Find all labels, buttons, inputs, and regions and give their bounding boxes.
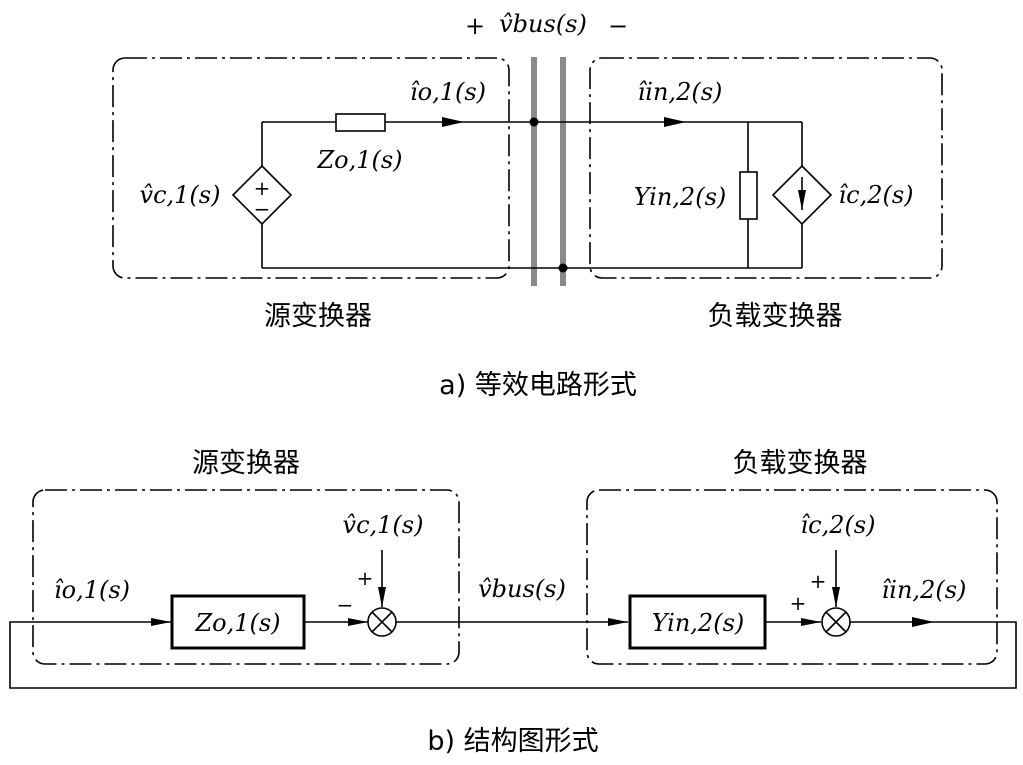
- load-converter-box-b: [586, 489, 998, 665]
- zo1-label: Zo,1(s): [316, 146, 402, 174]
- iin2-label-b: îin,2(s): [882, 576, 967, 604]
- bus-voltage-label: v̂bus(s): [499, 10, 587, 38]
- ic2-label: îc,2(s): [838, 181, 913, 209]
- io1-arrow: [442, 117, 464, 127]
- yin2-block-label: Yin,2(s): [652, 609, 745, 637]
- source-plus-sign: +: [254, 176, 271, 200]
- caption-b: b) 结构图形式: [427, 726, 598, 757]
- yin2-block: [628, 594, 767, 650]
- iin2-arrow: [664, 117, 686, 127]
- feedback-loop-wire: [9, 621, 1017, 689]
- dependent-voltage-source-icon: [231, 164, 293, 226]
- sum1-plus-sign: +: [357, 566, 374, 590]
- iin2-arrow-b: [912, 617, 934, 627]
- zo1-block: [170, 594, 306, 650]
- source-converter-box: [112, 57, 510, 279]
- bus-plus-sign: +: [465, 12, 485, 40]
- load-converter-label: 负载变换器: [708, 301, 843, 332]
- io1-label-b: îo,1(s): [54, 576, 130, 604]
- caption-a: a) 等效电路形式: [439, 370, 637, 401]
- part-b-block-diagram: Zo,1(s) Yin,2(s) îo,1(s) v̂c,1(s) + − v̂…: [9, 448, 1017, 757]
- io1-label: îo,1(s): [410, 78, 486, 106]
- sum2-plus-left-sign: +: [790, 591, 807, 615]
- zo1-block-label: Zo,1(s): [194, 609, 280, 637]
- part-a-circuit: + − + v̂bus(s) − îo,1(s) îin,2(s) Zo,1(s…: [112, 10, 943, 401]
- bus-minus-sign: −: [608, 12, 628, 40]
- iin2-label: îin,2(s): [638, 78, 723, 106]
- load-converter-label-b: 负载变换器: [733, 448, 868, 479]
- source-converter-label-b: 源变换器: [192, 448, 300, 479]
- yin2-label: Yin,2(s): [634, 183, 727, 211]
- source-minus-sign: −: [254, 197, 271, 221]
- sum1-minus-sign: −: [337, 593, 354, 617]
- source-converter-box-b: [32, 489, 460, 665]
- source-converter-label: 源变换器: [264, 301, 372, 332]
- sum2-plus-top-sign: +: [810, 569, 827, 593]
- sum2-cross-b: [825, 611, 847, 633]
- zo1-resistor: [335, 113, 386, 132]
- junction-dot-top: [529, 117, 539, 127]
- yin2-resistor: [739, 171, 758, 220]
- sum1-cross-b: [371, 611, 393, 633]
- vc1-label: v̂c,1(s): [140, 181, 221, 209]
- vbus-label-b: v̂bus(s): [478, 575, 566, 603]
- vc1-label-b: v̂c,1(s): [343, 511, 424, 539]
- ic2-label-b: îc,2(s): [800, 511, 875, 539]
- junction-dot-bottom: [558, 263, 568, 273]
